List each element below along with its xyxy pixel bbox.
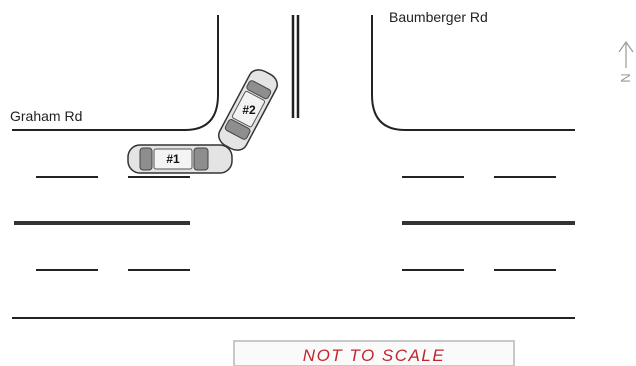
vehicle-1: #1 [127, 144, 233, 174]
northwest-curb [12, 15, 219, 131]
vehicle-1-label: #1 [166, 152, 180, 166]
northeast-curb [371, 15, 575, 131]
north-center-line [291, 15, 300, 118]
vehicle-1-roof [153, 148, 193, 170]
vehicle-2-label: #2 [242, 103, 256, 117]
north-arrow-icon [618, 40, 634, 68]
vehicle-2: #2 [217, 69, 279, 151]
vehicle-2-rear-window [246, 80, 272, 100]
west-road-label: Graham Rd [10, 108, 82, 124]
lane-dashes [36, 176, 556, 271]
north-road-label: Baumberger Rd [389, 9, 488, 25]
north-label: N [618, 73, 633, 82]
vehicle-1-windshield [193, 147, 209, 171]
vehicle-2-roof [231, 90, 266, 128]
scale-note-box [233, 340, 515, 366]
vehicle-1-rear-window [139, 147, 153, 171]
vehicle-2-windshield [224, 119, 251, 140]
road-edges [12, 15, 575, 319]
scale-note: NOT TO SCALE [303, 346, 445, 365]
